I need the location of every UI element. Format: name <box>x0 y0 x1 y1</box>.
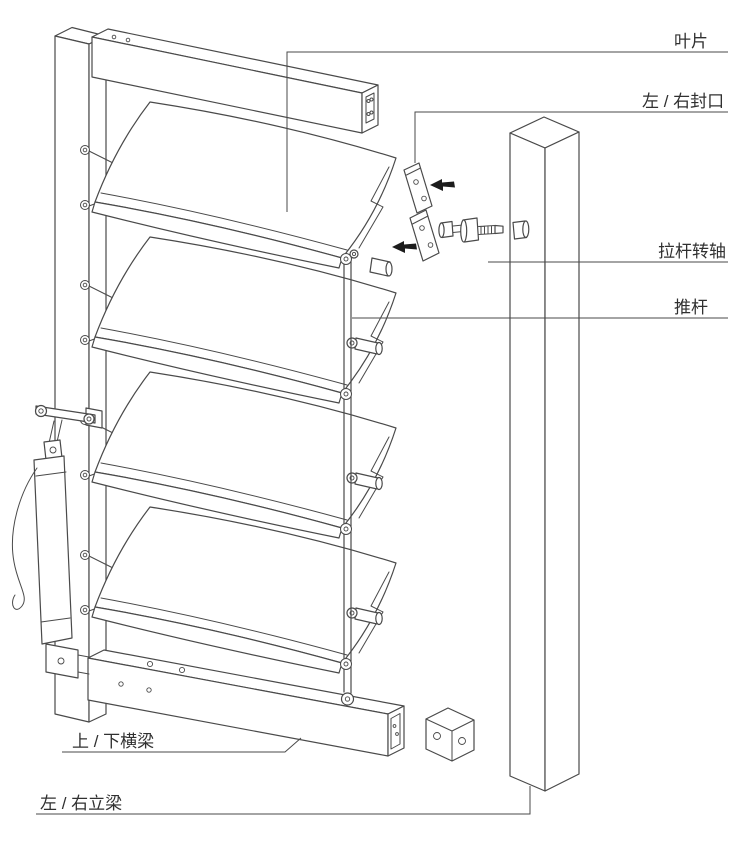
actuator-body-seam <box>35 471 71 623</box>
actuator-body <box>33 455 73 645</box>
louver-blade-4 <box>91 506 397 674</box>
direction-arrow-icon <box>430 179 455 191</box>
label-rod-pivot: 拉杆转轴 <box>658 242 726 261</box>
end-cap-hole <box>427 242 434 248</box>
bracket-hole <box>458 737 466 745</box>
end-cap-plate-upper <box>403 162 433 214</box>
blade-front-lip <box>91 471 343 539</box>
bottom-beam-end-hole <box>392 724 397 728</box>
top-beam-end-face <box>361 84 379 134</box>
blade-front-lip <box>91 606 343 674</box>
end-cap-plate-upper-edge <box>406 167 421 176</box>
end-cap-plate-lower <box>409 209 440 262</box>
leader-cross-beam <box>62 737 302 753</box>
loose-pin-cap <box>385 261 393 277</box>
blade-pin-cap <box>375 611 383 626</box>
bottom-beam-hole <box>146 660 154 668</box>
actuator <box>11 404 103 679</box>
label-vertical-beam: 左 / 右立梁 <box>40 794 122 813</box>
rod-joints <box>340 253 352 670</box>
louver-blade-1 <box>91 101 397 269</box>
blade-pin-cap <box>375 341 383 356</box>
leader-end-cap <box>414 111 728 163</box>
actuator-link <box>48 419 63 444</box>
blade-end-rib <box>358 301 390 384</box>
leader-blade <box>286 51 728 212</box>
louver-blade-3 <box>91 371 397 539</box>
actuator-cable <box>11 467 38 610</box>
end-cap-hole <box>421 195 427 202</box>
bottom-cross-beam <box>87 649 405 757</box>
bracket-hole <box>433 732 441 740</box>
louver-blade-2 <box>91 236 397 404</box>
right-beam-side-face <box>544 131 580 792</box>
bottom-beam-hole <box>146 687 152 693</box>
top-beam-end-inset <box>365 92 375 124</box>
actuator-arm-pivot-center <box>86 416 92 422</box>
blade-end-rib <box>358 571 390 654</box>
bottom-beam-hole <box>118 681 124 687</box>
actuator-foot-hole <box>57 657 65 665</box>
blade-contour-line <box>100 462 348 521</box>
leader-lines <box>36 51 728 815</box>
loose-pin-center <box>351 251 357 257</box>
label-end-cap: 左 / 右封口 <box>642 92 724 111</box>
end-cap-hardware <box>349 162 530 277</box>
labels: 叶片 左 / 右封口 拉杆转轴 推杆 上 / 下横梁 左 / 右立梁 <box>40 32 726 813</box>
blade-end-rib <box>358 436 390 519</box>
bottom-beam-end-inset <box>390 713 401 750</box>
rod-pivot-pin-tip <box>494 224 504 235</box>
blade-front-lip <box>91 336 343 404</box>
end-cap-hole <box>413 179 419 185</box>
top-cross-beam <box>91 28 379 134</box>
bottom-beam-hole <box>178 666 186 674</box>
top-beam-hole <box>125 37 131 43</box>
bracket-channel-edges <box>425 718 475 762</box>
bottom-beam-end-face <box>387 705 405 757</box>
rod-end-ball-center <box>344 696 351 702</box>
top-beam-end-hole <box>369 97 374 102</box>
top-beam-end-hole <box>366 112 371 116</box>
rod-joint-centers <box>343 256 349 667</box>
rod-pivot-pin-thread <box>478 225 496 235</box>
blade-end-rib <box>358 166 390 249</box>
label-push-rod: 推杆 <box>674 298 708 317</box>
push-rod <box>340 253 355 706</box>
bottom-beam-end-hole <box>395 732 399 736</box>
actuator-rod-end-hole <box>49 446 57 454</box>
label-blade: 叶片 <box>674 32 708 51</box>
end-cap-plate-lower-edge <box>412 215 429 225</box>
direction-arrow-icon <box>392 241 417 253</box>
rod-pivot-pin-collar-cap <box>438 222 445 238</box>
push-rod-lines <box>343 256 352 694</box>
end-cap-hole <box>419 225 425 231</box>
top-beam-hole <box>111 34 117 40</box>
blade-contour-line <box>100 597 348 656</box>
bracket-body <box>425 707 475 762</box>
label-cross-beam: 上 / 下横梁 <box>72 732 154 751</box>
rod-pivot-pin-body-cap <box>460 219 468 243</box>
blade-pin-cap <box>375 476 383 491</box>
actuator-foot-links <box>77 654 90 675</box>
blade-contour-line <box>100 192 348 251</box>
top-beam-end-hole <box>366 99 371 103</box>
leader-vertical-beam <box>36 786 531 815</box>
right-vertical-beam <box>509 116 580 792</box>
top-beam-end-hole <box>369 110 374 115</box>
corner-bracket <box>425 707 475 762</box>
blade-front-lip <box>91 201 343 269</box>
actuator-arm-pivot-center <box>38 408 44 414</box>
pivot-cap-face <box>522 220 530 238</box>
blade-contour-line <box>100 327 348 386</box>
